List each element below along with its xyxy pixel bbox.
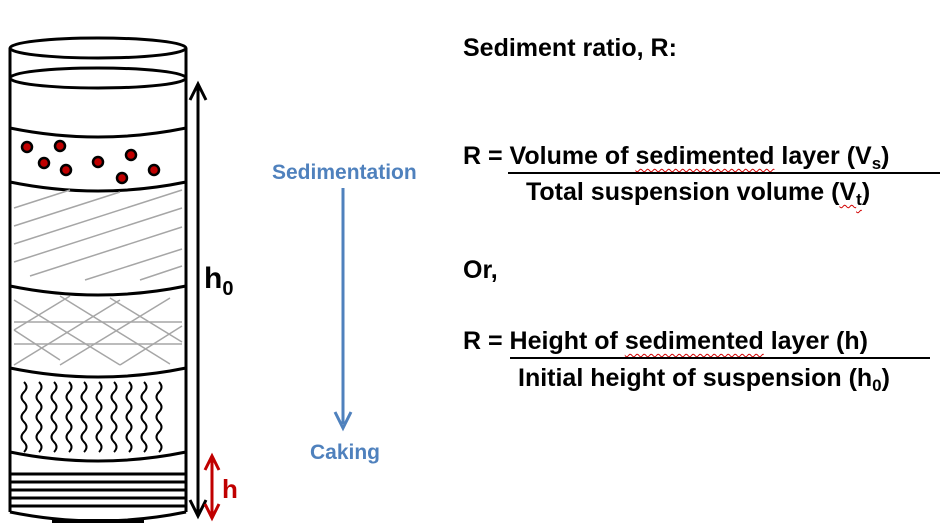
formula-1-numerator: R = Volume of sedimented layer (Vs): [463, 142, 890, 173]
layer-boundary-1: [9, 126, 187, 139]
h-arrow: [203, 452, 221, 522]
particle: [53, 139, 67, 153]
cylinder: [8, 36, 188, 523]
cross-hatch-layer: [13, 295, 183, 366]
formula-1-denominator: Total suspension volume (Vt): [526, 178, 871, 209]
squiggle: [155, 381, 163, 453]
h0-label: h0: [204, 262, 234, 300]
squiggle: [125, 381, 133, 453]
particle: [20, 140, 34, 154]
wavy-caked-layer: [20, 381, 163, 453]
formula-2-denominator: Initial height of suspension (h0): [518, 364, 890, 395]
squiggle: [80, 381, 88, 453]
particle: [115, 171, 129, 185]
particle: [91, 155, 105, 169]
h0-arrow: [188, 80, 208, 520]
squiggle: [140, 381, 148, 453]
squiggle: [50, 381, 58, 453]
formula-2-numerator: R = Height of sedimented layer (h): [463, 327, 868, 355]
squiggle: [95, 381, 103, 453]
particle: [37, 156, 51, 170]
formula-2-fraction-bar: [510, 357, 930, 359]
formula-1-fraction-bar: [508, 172, 940, 174]
cylinder-top-rim: [8, 36, 188, 60]
squiggle: [35, 381, 43, 453]
sedimentation-arrow: [333, 188, 353, 432]
particle: [59, 163, 73, 177]
diagonal-hatch-layer: [13, 189, 183, 281]
particle: [147, 163, 161, 177]
particle: [124, 148, 138, 162]
sedimentation-label: Sedimentation: [272, 161, 417, 184]
compact-sediment-layer: [10, 472, 186, 523]
caking-label: Caking: [310, 441, 381, 464]
layer-boundary-3: [9, 284, 187, 297]
dispersed-particles: [20, 139, 161, 185]
layer-boundary-5: [9, 450, 187, 463]
layer-boundary-4: [9, 366, 187, 379]
squiggle: [20, 381, 28, 453]
h-label: h: [222, 474, 238, 504]
liquid-surface: [8, 66, 188, 90]
squiggle: [65, 381, 73, 453]
formula-heading: Sediment ratio, R:: [463, 34, 677, 62]
layer-boundary-2: [9, 180, 187, 193]
squiggle: [110, 381, 118, 453]
or-text: Or,: [463, 256, 498, 284]
